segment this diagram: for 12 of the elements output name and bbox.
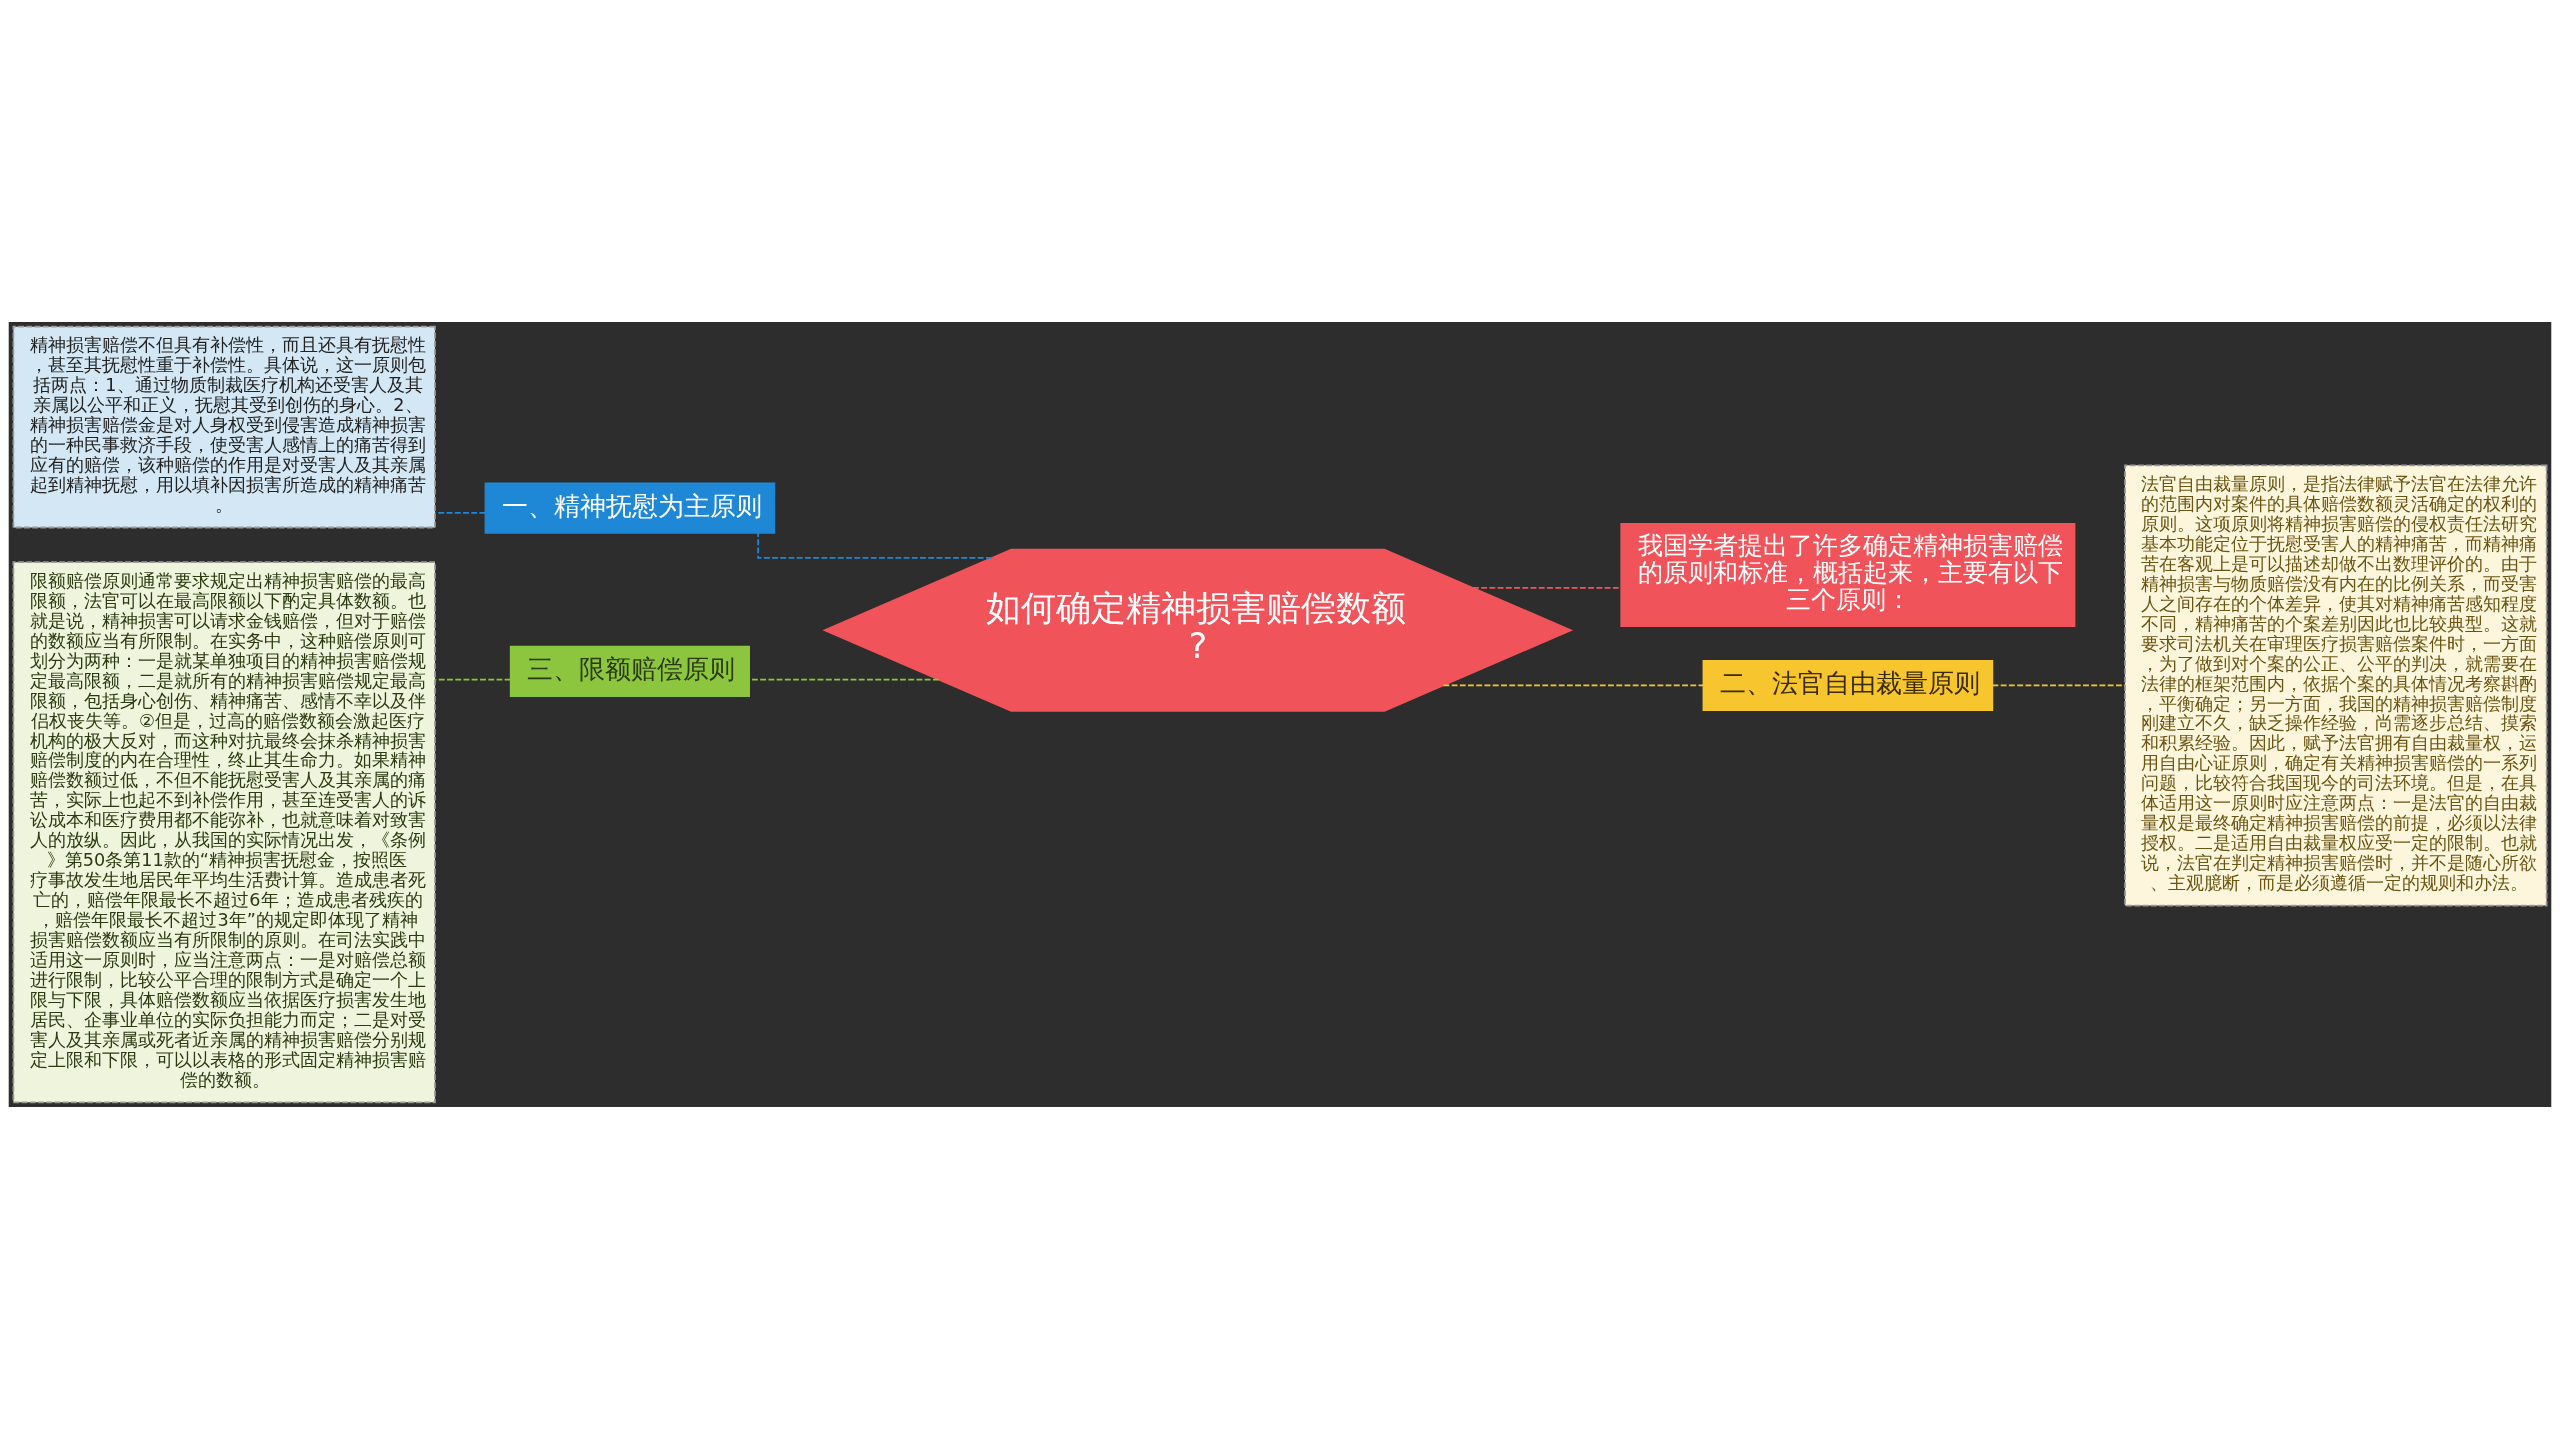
node-box: 限额赔偿原则通常要求规定出精神损害赔偿的最高限额，法官可以在最高限额以下酌定具体数额。也就是说，精神损害可以请求金钱赔偿，但对于赔偿的数额应当有所限制。在实务中，这种赔偿原则可划分为两种：一是就某单独项目的精神损害赔偿规定最高限额，二是就所有的精神损害赔偿规定最高限额，包括身心创伤、精神痛苦、感情不幸以及伴侣权丧失等。②但是，过高的赔偿数额会激起医疗机构的极大反对，而这种对抗最终会抹杀精神损害赔偿制度的内在合理性，终止其生命力。如果精神赔偿数额过低，不但不能抚慰受害人及其亲属的痛苦，实际上也起不到补偿作用，甚至连受害人的诉讼成本和医疗费用都不能弥补，也就意味着对致害人的放纵。因此，从我国的实际情况出发，《条例》第50条第11款的“精神损害抚慰金，按照医疗事故发生地居民年平均生活费计算。造成患者死亡的，赔偿年限最长不超过6年；造成患者残疾的，赔偿年限最长不超过3年”的规定即体现了精神损害赔偿数额应当有所限制的原则。在司法实践中适用这一原则时，应当注意两点：一是对赔偿总额进行限制，比较公平合理的限制方式是确定一个上限与下限，具体赔偿数额应当依据医疗损害发生地居民、企事业单位的实际负担能力而定；二是对受害人及其亲属或死者近亲属的精神损害赔偿分别规定上限和下限，可以以表格的形式固定精神损害赔偿的数额。 [12, 561, 436, 1104]
node-box: 精神损害赔偿不但具有补偿性，而且还具有抚慰性，甚至其抚慰性重于补偿性。具体说，这一原则包括两点：1、通过物质制裁医疗机构还受害人及其亲属以公平和正义，抚慰其受到创伤的身心。2、精神损害赔偿金是对人身权受到侵害造成精神损害的一种民事救济手段，使受害人感情上的痛苦得到应有的赔偿，该种赔偿的作用是对受害人及其亲属起到精神抚慰，用以填补因损害所造成的精神痛苦。 [12, 325, 436, 529]
node-box: 二、法官自由裁量原则 [1702, 659, 1994, 711]
connector [1442, 684, 1705, 687]
node-box: 我国学者提出了许多确定精神损害赔偿的原则和标准，概括起来，主要有以下三个原则： [1620, 523, 2076, 627]
connector [1472, 587, 1622, 589]
connector [434, 511, 487, 514]
node-box: 三、限额赔偿原则 [509, 645, 750, 697]
node-box: 法官自由裁量原则，是指法律赋予法官在法律允许的范围内对案件的具体赔偿数额灵活确定的权利的原则。这项原则将精神损害赔偿的侵权责任法研究基本功能定位于抚慰受害人的精神痛苦，而精神痛苦在客观上是可以描述却做不出数理评价的。由于精神损害与物质赔偿没有内在的比例关系，而受害人之间存在的个体差异，使其对精神痛苦感知程度不同，精神痛苦的个案差别因此也比较典型。这就要求司法机关在审理医疗损害赔偿案件时，一方面，为了做到对个案的公正、公平的判决，就需要在法律的框架范围内，依据个案的具体情况考察斟酌，平衡确定；另一方面，我国的精神损害赔偿制度刚建立不久，缺乏操作经验，尚需逐步总结、摸索和积累经验。因此，赋予法官拥有自由裁量权，运用自由心证原则，确定有关精神损害赔偿的一系列问题，比较符合我国现今的司法环境。但是，在具体适用这一原则时应注意两点：一是法官的自由裁量权是最终确定精神损害赔偿的前提，必须以法律授权。二是适用自由裁量权应受一定的限制。也就说，法官在判定精神损害赔偿时，并不是随心所欲、主观臆断，而是必须遵循一定的规则和办法。 [2124, 464, 2548, 907]
node-box: 一、精神抚慰为主原则 [484, 482, 776, 534]
connector [1991, 684, 2126, 687]
connector [434, 678, 512, 681]
